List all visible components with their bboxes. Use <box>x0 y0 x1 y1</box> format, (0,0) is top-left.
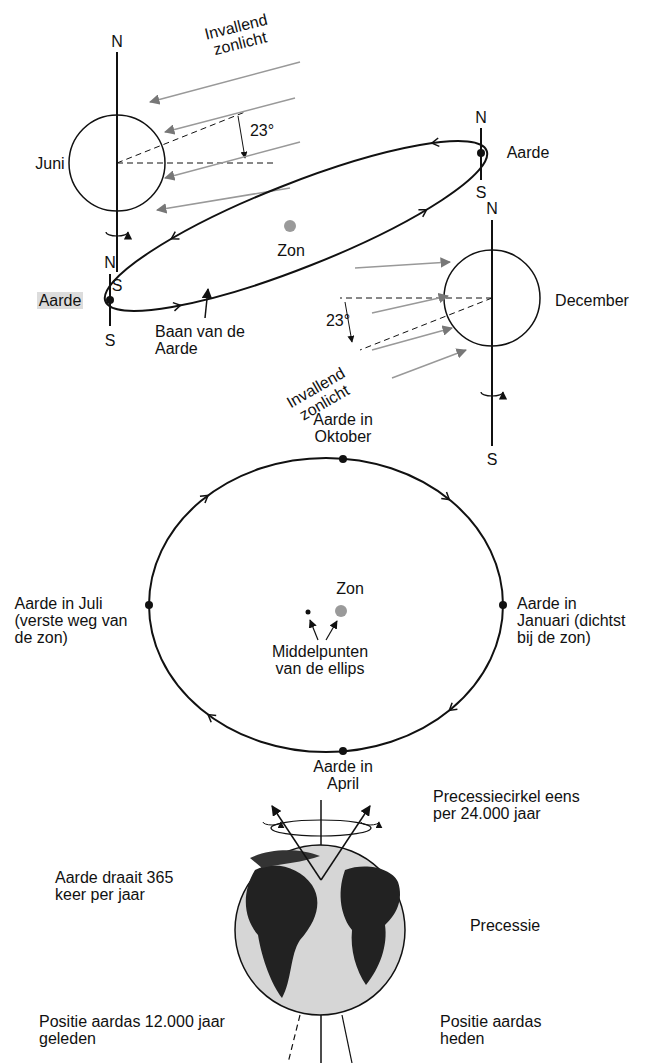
continent <box>246 866 318 998</box>
pole-label: S <box>105 332 116 349</box>
precession-label: Precessiecirkel eens per 24.000 jaar <box>433 788 603 822</box>
axis-label: Positie aardas heden <box>440 1013 560 1047</box>
angle-label: 23° <box>250 122 274 139</box>
sun <box>284 220 296 232</box>
rotation-label: Aarde draait 365 keer per jaar <box>55 869 185 903</box>
orbit-arrow <box>449 703 457 711</box>
angle-label: 23° <box>326 312 350 329</box>
axis-label: Positie aardas 12.000 jaar geleden <box>39 1013 229 1047</box>
pole-label: N <box>475 109 487 126</box>
pole-label: S <box>112 277 123 294</box>
earth-label: Aarde <box>507 144 550 161</box>
pole-label: N <box>104 254 116 271</box>
orbit-arrow <box>171 232 179 239</box>
month-label: Juni <box>35 155 64 172</box>
sunlight-label: Invallend zonlicht <box>190 8 286 63</box>
earth-position-label: Aarde in Juli (verste weg van de zon) <box>15 595 130 646</box>
sun-label: Zon <box>277 242 305 259</box>
sun-label: Zon <box>336 580 364 597</box>
precession-figure <box>235 800 405 1063</box>
pole-label: S <box>487 451 498 468</box>
earth-position-label: Aarde in April <box>303 758 383 792</box>
earth-globe <box>235 845 405 1015</box>
dash-horizontal <box>117 163 275 164</box>
orbit-arrow <box>173 303 181 311</box>
orbit-arrow <box>441 492 449 500</box>
orbit-arrow <box>200 495 208 503</box>
month-label: December <box>555 292 629 309</box>
earth-position-label: Aarde in Oktober <box>303 411 383 445</box>
pole-label: N <box>111 33 123 50</box>
orbit-ellipse <box>149 458 503 752</box>
pole-label: S <box>476 184 487 201</box>
orbit-arrow <box>432 138 440 146</box>
earth-position-label: Aarde in Januari (dichtst bij de zon) <box>517 595 627 646</box>
orbit <box>90 111 502 340</box>
sun <box>335 605 347 617</box>
dash-tilt <box>117 112 245 163</box>
focus-label: Middelpunten van de ellips <box>270 643 370 677</box>
orbit-label: Baan van de Aarde <box>155 323 255 357</box>
orbit-arrow <box>208 715 216 723</box>
title-label: Precessie <box>470 917 540 934</box>
pole-label: N <box>486 200 498 217</box>
axis-june <box>116 52 118 272</box>
orbit-tilt-figure <box>69 52 540 446</box>
elliptic-orbit-figure <box>145 455 507 755</box>
earth-label: Aarde <box>37 292 84 309</box>
orbit-arrow <box>418 210 426 217</box>
continent <box>341 866 400 985</box>
